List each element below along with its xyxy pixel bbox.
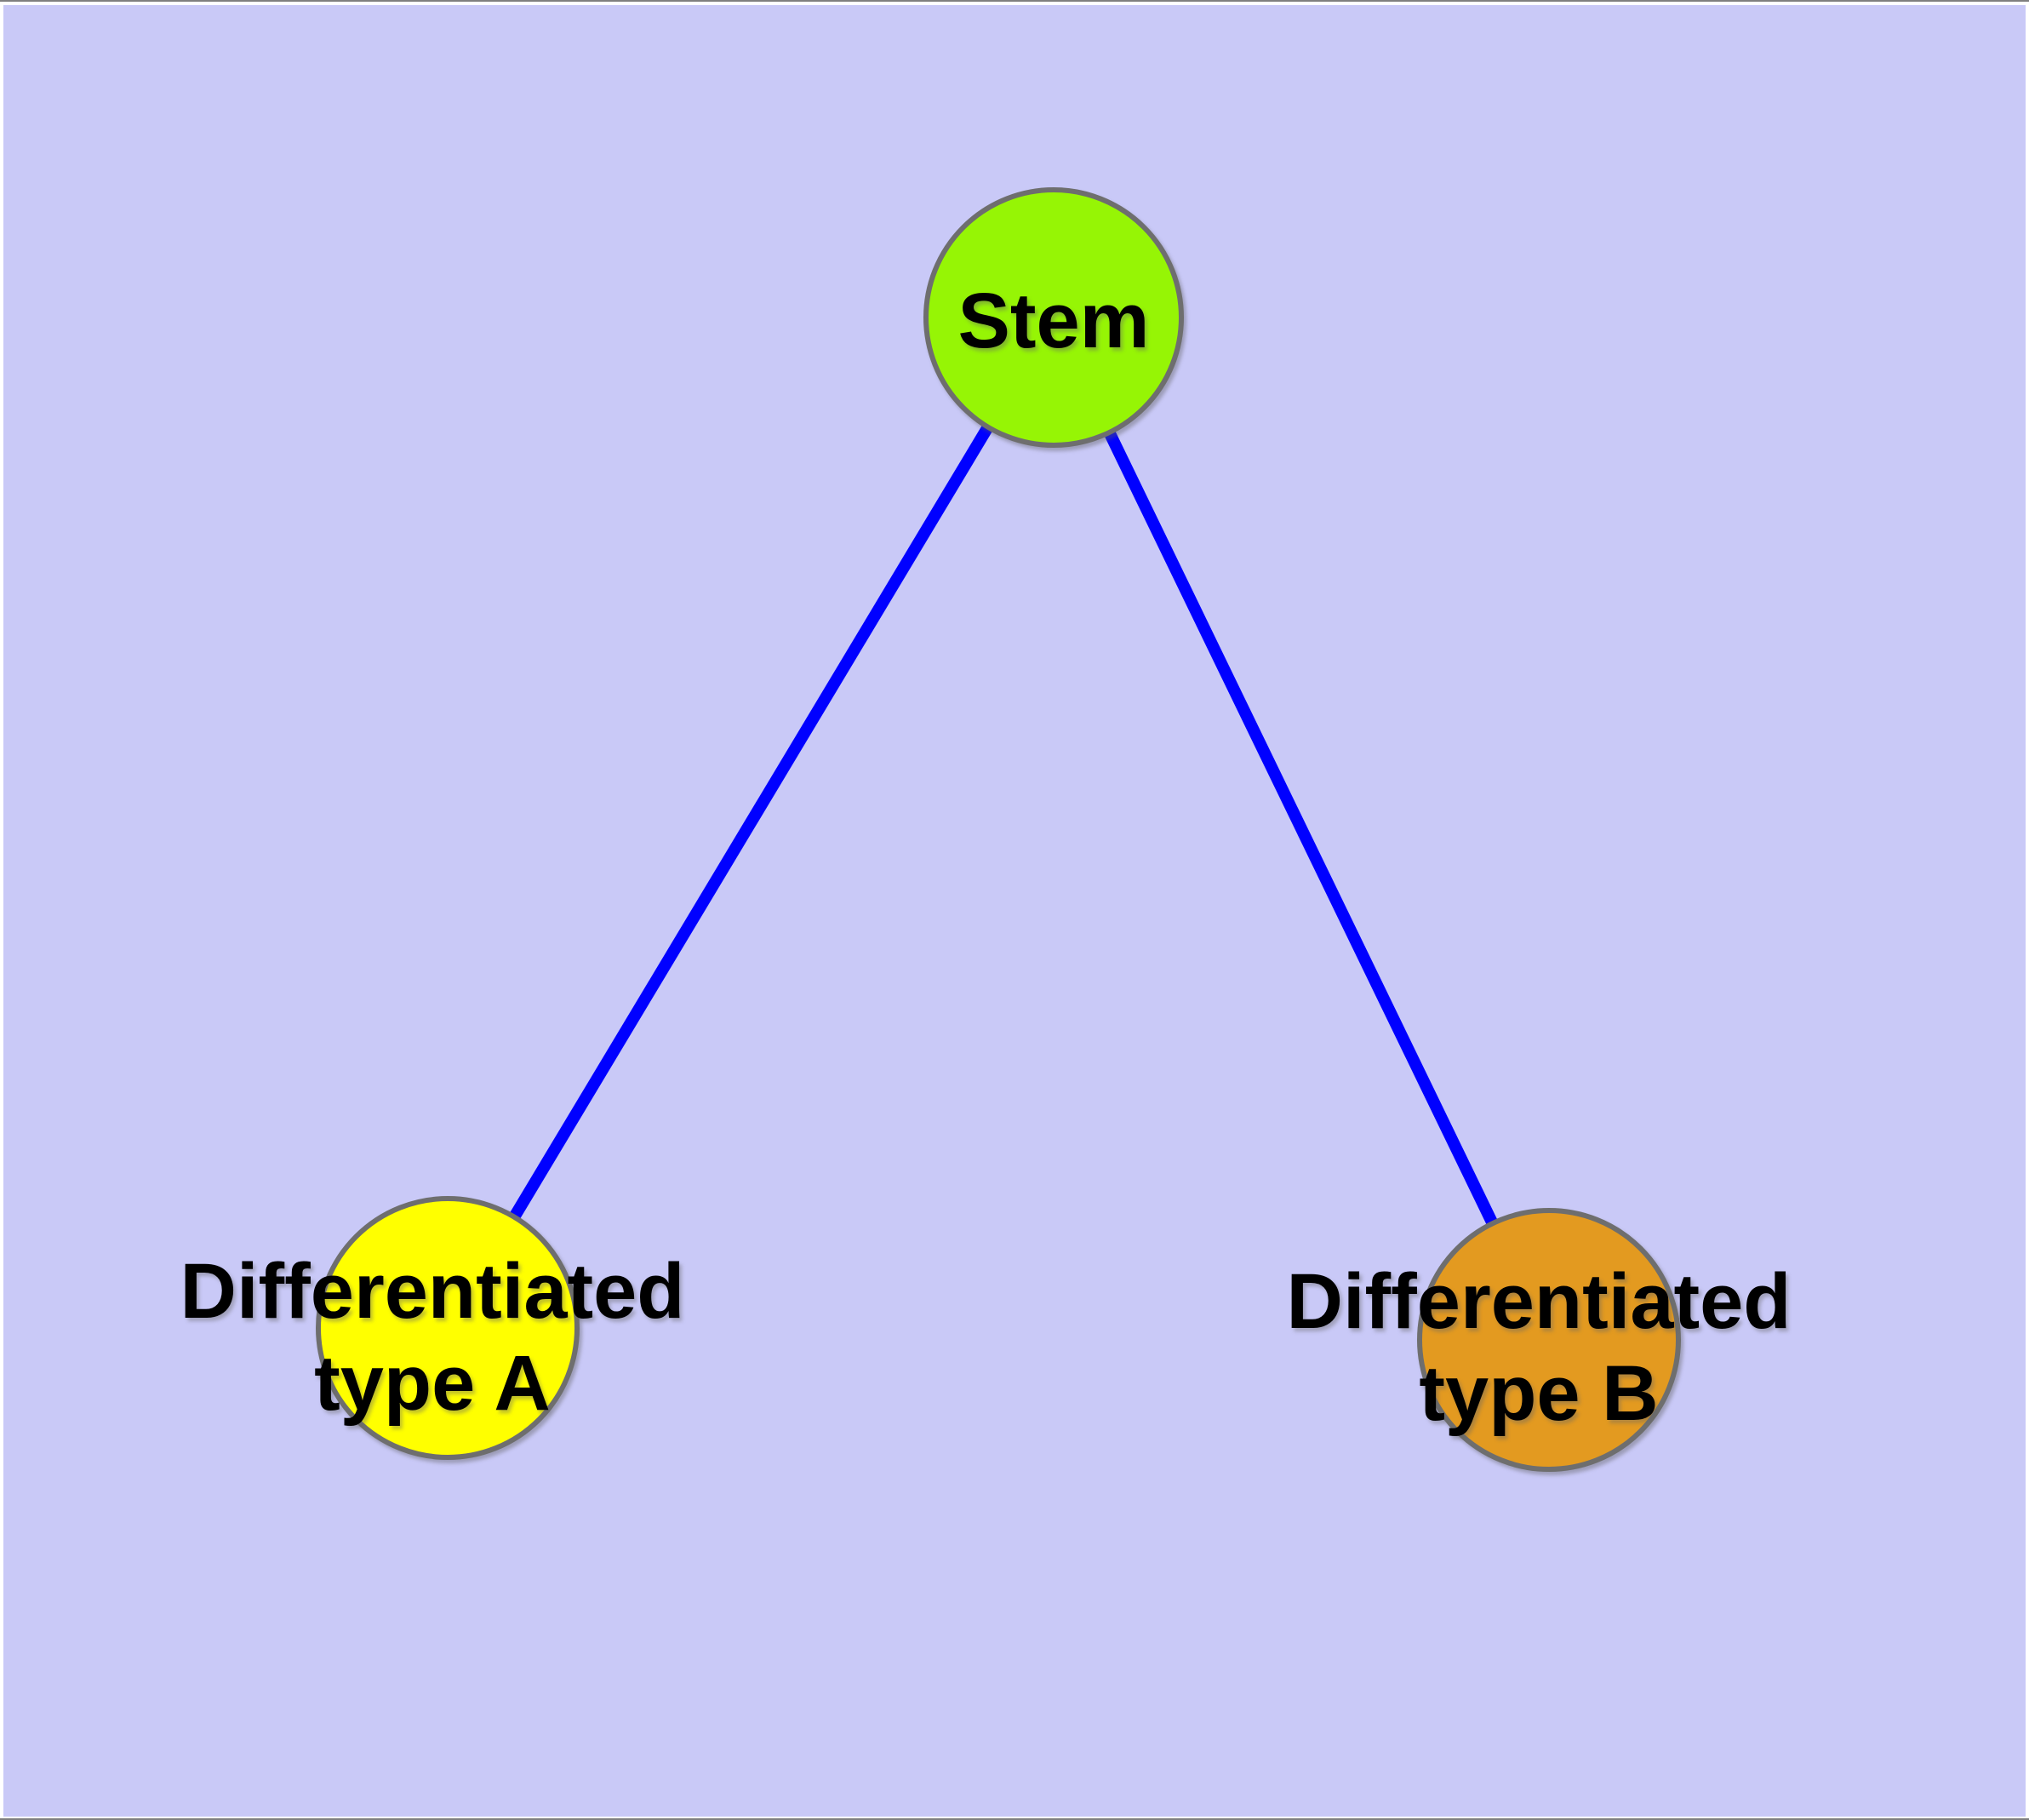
edge-stem-to-type-b [1048, 314, 1555, 1343]
node-stem-label: Stem [958, 278, 1150, 364]
node-type-a-label-line2: type A [314, 1340, 551, 1427]
edges-layer [442, 314, 1555, 1343]
node-type-b-label-line1: Differentiated [1287, 1258, 1792, 1345]
node-type-a-circle [316, 1196, 580, 1460]
node-stem-circle [923, 187, 1184, 448]
canvas-top-border [0, 0, 2029, 2]
edge-stem-to-type-a [442, 314, 1060, 1331]
node-type-b-label-line2: type B [1419, 1350, 1658, 1437]
node-type-a-label-line1: Differentiated [180, 1248, 685, 1335]
labels-layer: Stem Differentiated type A Differentiate… [180, 278, 1792, 1437]
canvas-bottom-border [0, 1818, 2029, 1820]
nodes-layer [316, 187, 1681, 1472]
node-type-b-circle [1417, 1208, 1681, 1472]
